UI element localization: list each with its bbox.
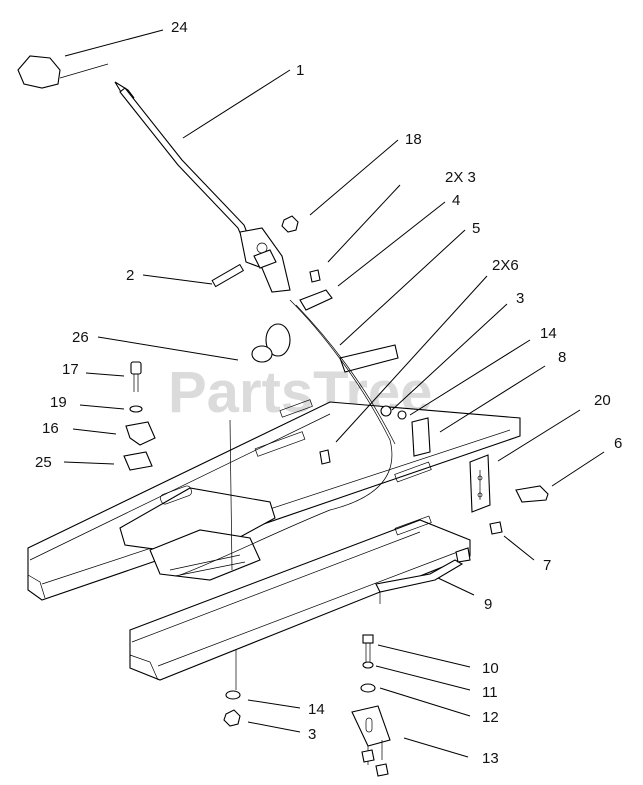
callout-2x-3: 2X 3 xyxy=(445,169,476,186)
callout-3-top: 3 xyxy=(516,290,524,307)
callout-12: 12 xyxy=(482,709,499,726)
leader-lines xyxy=(63,29,605,758)
callout-25: 25 xyxy=(35,454,52,471)
callout-6: 6 xyxy=(614,435,622,452)
callout-3-bottom: 3 xyxy=(308,726,316,743)
callout-labels: 24 1 18 2X 3 4 5 2 2X6 3 14 26 8 17 20 1… xyxy=(35,19,622,767)
callout-24: 24 xyxy=(171,19,188,36)
right-hardware xyxy=(223,405,549,777)
callout-20: 20 xyxy=(594,392,611,409)
callout-9: 9 xyxy=(484,596,492,613)
callout-2x6: 2X6 xyxy=(492,257,519,274)
callout-4: 4 xyxy=(452,192,460,209)
callout-13: 13 xyxy=(482,750,499,767)
callout-7: 7 xyxy=(543,557,551,574)
callout-11: 11 xyxy=(482,684,498,701)
callout-10: 10 xyxy=(482,660,499,677)
callout-18: 18 xyxy=(405,131,422,148)
callout-16: 16 xyxy=(42,420,59,437)
callout-14-bottom: 14 xyxy=(308,701,325,718)
left-hardware xyxy=(123,361,156,471)
callout-26: 26 xyxy=(72,329,89,346)
callout-5: 5 xyxy=(472,220,480,237)
callout-14-top: 14 xyxy=(540,325,557,342)
frame-rails xyxy=(27,344,521,690)
callout-19: 19 xyxy=(50,394,67,411)
callout-2: 2 xyxy=(126,267,134,284)
lift-lever xyxy=(17,55,396,576)
callout-1: 1 xyxy=(296,62,304,79)
callout-8: 8 xyxy=(558,349,566,366)
callout-17: 17 xyxy=(62,361,79,378)
